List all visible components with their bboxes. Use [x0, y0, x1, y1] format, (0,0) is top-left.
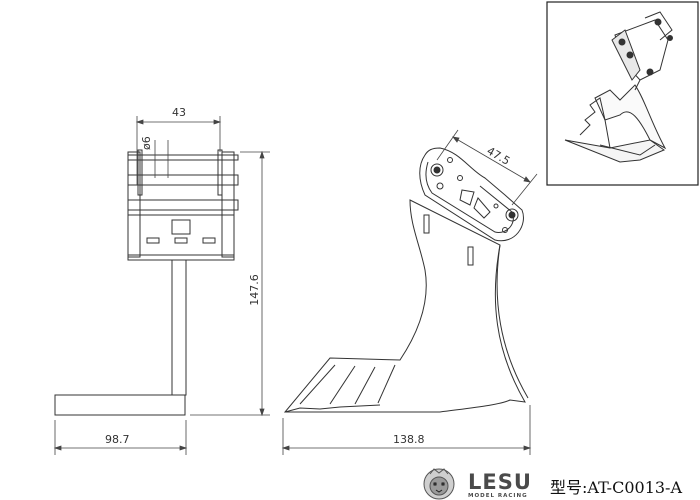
- dim-pin-spacing: 47.5: [485, 144, 513, 168]
- side-dimension-lines: [53, 116, 270, 455]
- side-slot-3: [202, 237, 216, 244]
- front-tip-edge: [284, 404, 381, 413]
- dim-front-width: 138.8: [393, 433, 425, 446]
- inset-view: [546, 1, 699, 186]
- front-upper-pin-hole: [430, 163, 444, 177]
- side-slot-1: [146, 237, 160, 244]
- front-lower-pin-hole: [505, 208, 519, 222]
- model-number: 型号:AT-C0013-A: [550, 478, 682, 497]
- front-mount-plate: [419, 147, 524, 242]
- side-base-strip: [127, 254, 235, 261]
- side-left-plate: [127, 151, 141, 258]
- front-view: [283, 147, 529, 413]
- side-centre-block: [171, 219, 191, 235]
- side-slot-2: [174, 237, 188, 244]
- front-rear-edge: [496, 244, 529, 399]
- dim-side-width: 98.7: [105, 433, 130, 446]
- side-left-inner: [137, 149, 143, 196]
- brand-area: LESU MODEL RACING 型号:AT-C0013-A: [423, 468, 682, 500]
- front-bolt-left: [423, 214, 430, 234]
- side-right-inner: [217, 149, 223, 196]
- front-bolt-right: [467, 246, 474, 266]
- brand-tagline: MODEL RACING: [468, 493, 528, 499]
- front-plate-cutout: [459, 189, 475, 206]
- front-dimension-lines: [281, 129, 538, 455]
- side-foot: [54, 394, 186, 416]
- lion-logo-icon: [423, 468, 455, 500]
- side-shank: [171, 259, 187, 396]
- front-ripper-body: [283, 199, 526, 413]
- side-right-plate: [221, 151, 235, 258]
- inset-teeth: [579, 97, 611, 149]
- side-view: [54, 149, 239, 416]
- dim-pin-diameter: ø6: [140, 136, 153, 150]
- dim-height: 147.6: [248, 274, 261, 306]
- dim-top-width: 43: [172, 106, 186, 119]
- side-mount-block: [127, 214, 235, 256]
- brand-name: LESU: [468, 470, 532, 494]
